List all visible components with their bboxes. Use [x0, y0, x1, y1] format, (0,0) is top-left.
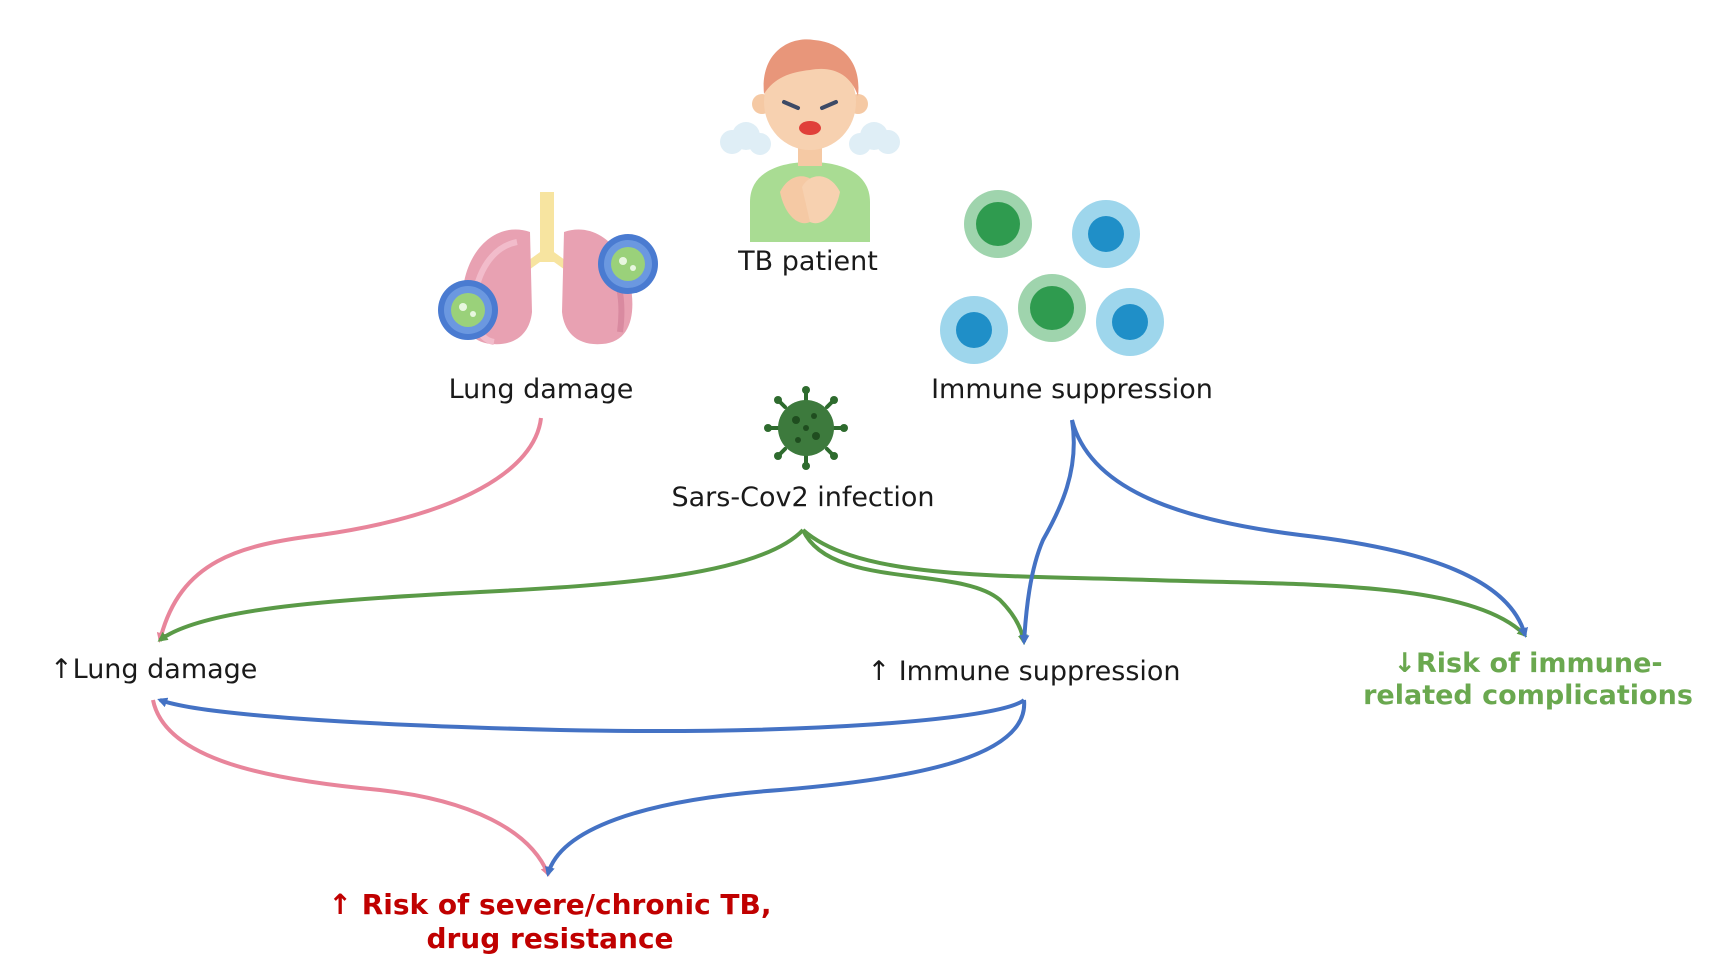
sars-cov2-label: Sars-Cov2 infection [671, 482, 935, 513]
arrow-up-immune-to-up-lung [157, 697, 1026, 733]
arrow-lung-to-up-lung [156, 417, 543, 643]
immune-cells-icon [940, 190, 1164, 364]
coronavirus-icon [764, 386, 848, 470]
up-risk-severe-tb-label: ↑ Risk of severe/chronic TB, drug resist… [328, 888, 771, 955]
sick-person-icon [720, 39, 900, 242]
infected-lungs-icon [438, 192, 658, 345]
arrow-immune-to-up-immune [1019, 419, 1076, 645]
arrow-up-immune-to-risk [545, 699, 1027, 877]
arrow-immune-to-down-risk [1070, 419, 1528, 638]
down-risk-label: ↓Risk of immune- related complications [1363, 648, 1693, 713]
arrow-up-lung-to-risk [151, 699, 550, 877]
down-risk-line-1: ↓Risk of immune- [1393, 648, 1663, 679]
up-risk-line-2: drug resistance [426, 921, 674, 955]
up-risk-line-1: ↑ Risk of severe/chronic TB, [328, 888, 772, 921]
down-risk-line-2: related complications [1363, 680, 1693, 712]
arrow-sars-to-up-lung [157, 528, 805, 642]
arrow-sars-to-up-immune [801, 529, 1028, 645]
up-lung-damage-label: ↑Lung damage [50, 654, 258, 685]
lung-damage-label: Lung damage [448, 374, 634, 405]
arrow-sars-to-down-risk [801, 528, 1528, 638]
immune-suppression-label: Immune suppression [931, 374, 1213, 405]
tb-patient-label: TB patient [738, 246, 878, 277]
up-immune-suppression-label: ↑ Immune suppression [867, 656, 1181, 687]
